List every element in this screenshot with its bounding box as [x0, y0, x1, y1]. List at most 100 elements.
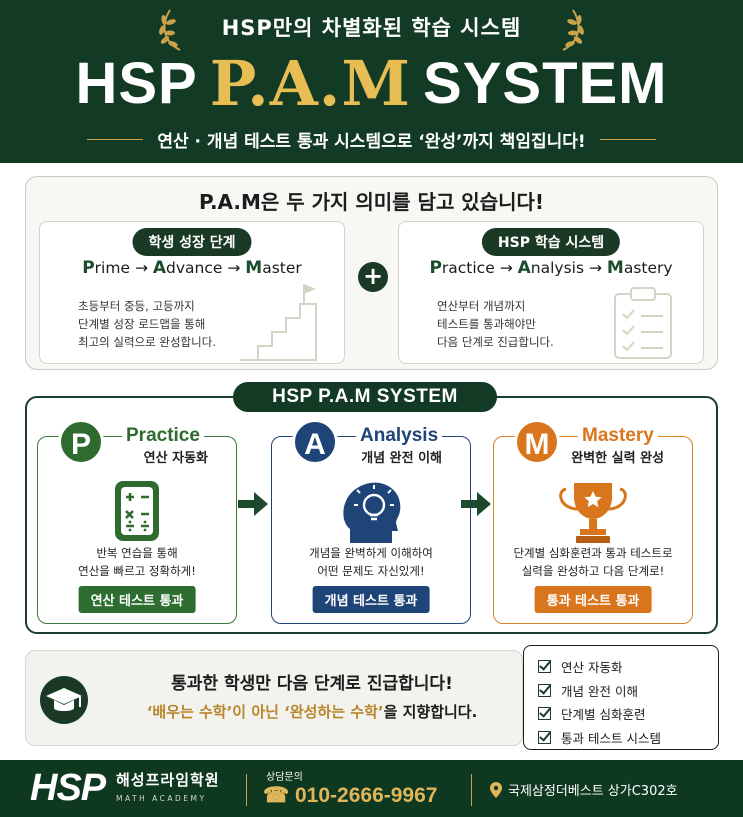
trophy-icon: [559, 483, 627, 543]
flow-word: nalysis: [530, 259, 585, 277]
flow-cap: A: [152, 258, 167, 278]
analysis-name: Analysis: [356, 425, 443, 447]
desc-line: 실력을 완성하고 다음 단계로!: [521, 564, 665, 578]
checklist-item: 개념 완전 이해: [538, 679, 718, 703]
analysis-badge: A: [292, 419, 338, 465]
flow-word: ractice: [441, 259, 495, 277]
analysis-desc: 개념을 완벽하게 이해하여 어떤 문제도 자신있게!: [272, 544, 470, 580]
divider-right: [599, 139, 656, 140]
practice-name: Practice: [122, 425, 204, 447]
mastery-name: Mastery: [578, 425, 658, 447]
clipboard-checklist-icon: [614, 287, 672, 359]
arrow-right-icon: →: [134, 259, 153, 277]
callout-highlight: ‘배우는 수학’이 아닌 ‘완성하는 수학’: [146, 703, 384, 721]
desc-line: 테스트를 통과해야만: [437, 317, 536, 331]
analysis-test-button[interactable]: 개념 테스트 통과: [312, 586, 430, 613]
flow-cap: P: [82, 258, 95, 278]
arrow-right-icon: [461, 492, 491, 516]
header-tagline: 연산 · 개념 테스트 통과 시스템으로 ‘완성’까지 책임집니다!: [0, 127, 743, 152]
desc-line: 단계별 성장 로드맵을 통해: [78, 317, 206, 331]
address-text: 국제삼정더베스트 상가C302호: [508, 784, 678, 799]
checkbox-checked-icon: [538, 707, 551, 721]
pam-meaning-section: P.A.M은 두 가지 의미를 담고 있습니다! 학생 성장 단계 Prime …: [25, 176, 718, 370]
flow-cap: A: [517, 258, 531, 278]
desc-line: 연산부터 개념까지: [437, 299, 526, 313]
calculator-icon: [115, 481, 159, 541]
mastery-tag: 완벽한 실력 완성: [571, 451, 664, 466]
hsp-system-card: HSP 학습 시스템 Practice → Analysis → Mastery…: [398, 221, 704, 364]
location-pin-icon: [490, 781, 502, 798]
desc-line: 단계별 심화훈련과 통과 테스트로: [513, 546, 673, 560]
address: 국제삼정더베스트 상가C302호: [490, 780, 678, 799]
feature-checklist: 연산 자동화 개념 완전 이해 단계별 심화훈련 통과 테스트 시스템: [523, 645, 719, 750]
divider-left: [87, 139, 144, 140]
arrow-right-icon: →: [227, 259, 246, 277]
checklist-label: 단계별 심화훈련: [561, 707, 646, 723]
title-hsp: HSP: [75, 51, 198, 116]
consult-label: 상담문의: [266, 772, 303, 783]
lightbulb-head-icon: [343, 482, 401, 543]
mastery-test-button[interactable]: 통과 테스트 통과: [534, 586, 652, 613]
student-growth-pill: 학생 성장 단계: [132, 228, 252, 256]
checklist-label: 연산 자동화: [561, 660, 623, 676]
flow-cap: P: [429, 258, 442, 278]
practice-badge: P: [58, 419, 104, 465]
system-description: 연산부터 개념까지 테스트를 통과해야만 다음 단계로 진급합니다.: [437, 297, 554, 351]
flow-word: rime: [94, 259, 130, 277]
flow-word: astery: [623, 259, 673, 277]
footer-divider: [246, 774, 247, 806]
promotion-callout: 통과한 학생만 다음 단계로 진급합니다! ‘배우는 수학’이 아닌 ‘완성하는…: [25, 650, 523, 746]
desc-line: 어떤 문제도 자신있게!: [317, 564, 425, 578]
arrow-right-icon: →: [588, 259, 607, 277]
pam-system-title: HSP P.A.M SYSTEM: [233, 382, 497, 412]
hsp-system-pill: HSP 학습 시스템: [481, 228, 621, 256]
callout-rest: 을 지향합니다.: [383, 703, 478, 721]
checkbox-checked-icon: [538, 683, 551, 697]
arrow-right-icon: →: [499, 259, 518, 277]
flow-word: dvance: [166, 259, 223, 277]
practice-test-button[interactable]: 연산 테스트 통과: [78, 586, 196, 613]
desc-line: 반복 연습을 통해: [96, 546, 178, 560]
desc-line: 최고의 실력으로 완성합니다.: [78, 335, 216, 349]
phone-number[interactable]: ☎ 010-2666-9967: [263, 783, 437, 808]
header-subtitle: HSP만의 차별화된 학습 시스템: [221, 16, 522, 40]
callout-line1: 통과한 학생만 다음 단계로 진급합니다!: [171, 674, 453, 694]
analysis-card: A Analysis 개념 완전 이해 개념을 완벽하게 이해하여 어떤 문제도…: [271, 419, 471, 624]
mastery-desc: 단계별 심화훈련과 통과 테스트로 실력을 완성하고 다음 단계로!: [494, 544, 692, 580]
checkbox-checked-icon: [538, 730, 551, 744]
checklist-label: 개념 완전 이해: [561, 683, 638, 699]
checkbox-checked-icon: [538, 660, 551, 674]
checklist-item: 연산 자동화: [538, 655, 718, 679]
checklist-item: 단계별 심화훈련: [538, 702, 718, 726]
checklist-label: 통과 테스트 시스템: [561, 730, 661, 746]
desc-line: 연산을 빠르고 정확하게!: [78, 564, 196, 578]
footer-bar: HSP 해성프라임학원 MATH ACADEMY 상담문의 ☎ 010-2666…: [0, 760, 743, 817]
desc-line: 개념을 완벽하게 이해하여: [309, 546, 433, 560]
analysis-tag: 개념 완전 이해: [361, 451, 442, 466]
practice-card: P Practice 연산 자동화 반복 연습을 통해 연산을 빠르고 정확하게…: [37, 419, 237, 624]
footer-divider: [471, 774, 472, 806]
laurel-left-icon: [159, 9, 181, 51]
flow-cap: M: [245, 258, 263, 278]
practice-desc: 반복 연습을 통해 연산을 빠르고 정확하게!: [38, 544, 236, 580]
flow-cap: M: [606, 258, 624, 278]
academy-name: 해성프라임학원: [116, 771, 220, 789]
system-flow: Practice → Analysis → Mastery: [399, 258, 703, 278]
growth-description: 초등부터 중등, 고등까지 단계별 성장 로드맵을 통해 최고의 실력으로 완성…: [78, 297, 216, 351]
plus-icon: +: [358, 262, 388, 292]
pam-heading: P.A.M은 두 가지 의미를 담고 있습니다!: [198, 190, 545, 214]
phone-text: 010-2666-9967: [295, 784, 438, 807]
desc-line: 초등부터 중등, 고등까지: [78, 299, 195, 313]
growth-flow: Prime → Advance → Master: [40, 258, 344, 278]
checklist-item: 통과 테스트 시스템: [538, 726, 718, 750]
phone-icon: ☎: [263, 784, 295, 807]
callout-line2: ‘배우는 수학’이 아닌 ‘완성하는 수학’을 지향합니다.: [110, 701, 514, 722]
flow-word: aster: [262, 259, 302, 277]
graduation-cap-icon: [40, 676, 88, 724]
title-pam: P.A.M: [209, 47, 412, 120]
stairs-flag-icon: [240, 284, 317, 361]
laurel-right-icon: [562, 9, 584, 51]
mastery-badge: M: [514, 419, 560, 465]
